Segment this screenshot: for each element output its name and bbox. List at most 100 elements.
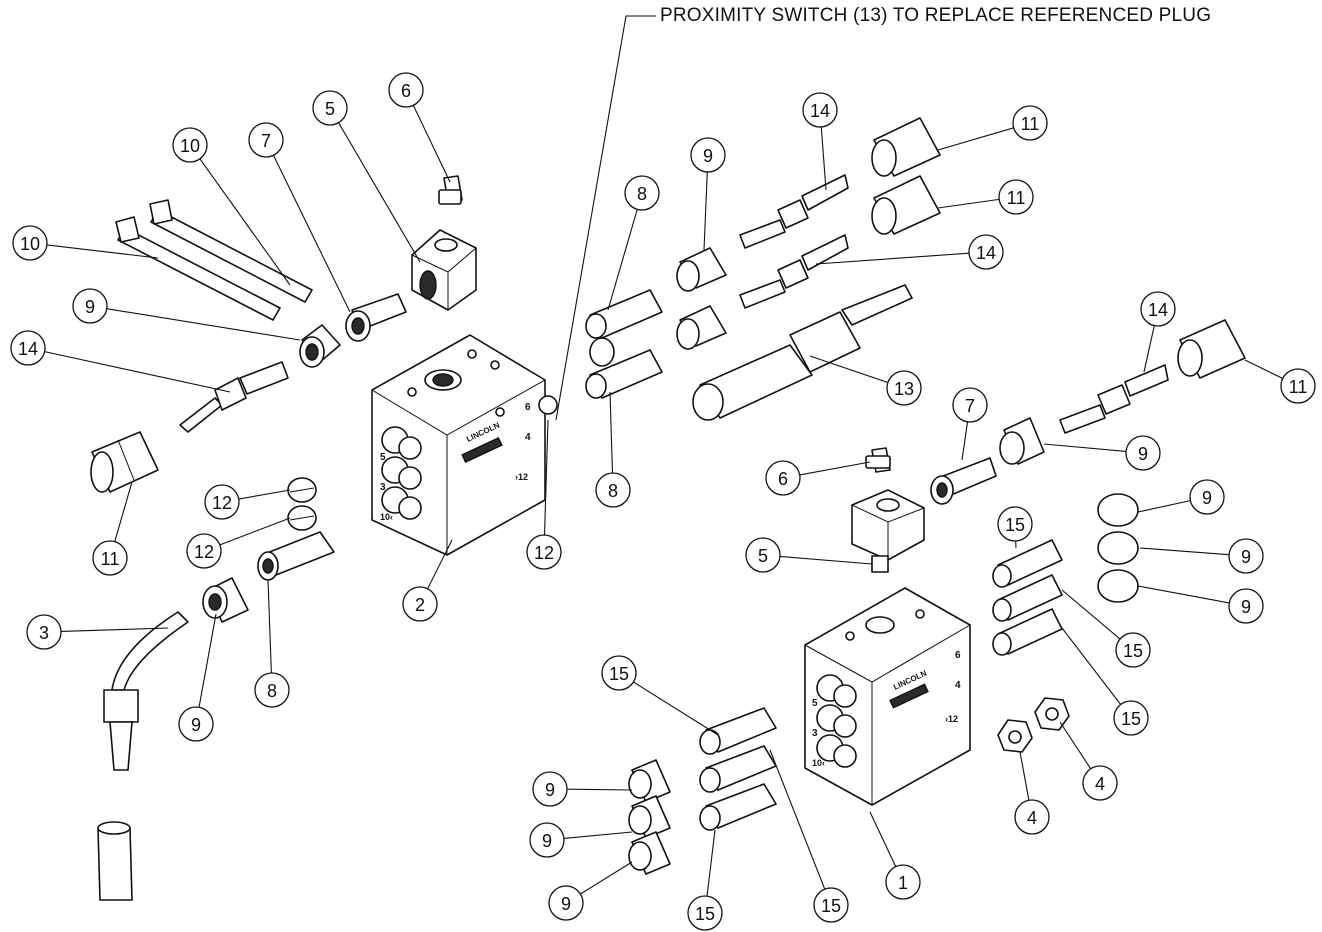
leader-line-11 (1244, 359, 1283, 380)
callout-balloons: 1010756914111212398212889141111141314117… (10, 72, 1316, 931)
balloon-item-9: 9 (1189, 479, 1225, 515)
leader-line-9 (703, 171, 708, 251)
balloon-label: 8 (637, 184, 647, 204)
leader-line-12 (543, 419, 549, 536)
balloon-label: 13 (894, 379, 914, 399)
balloon-circle (1082, 765, 1118, 801)
balloon-item-9: 9 (532, 771, 568, 807)
leader-line-10 (199, 158, 291, 286)
balloon-item-9: 9 (548, 885, 584, 921)
leader-line-15 (706, 829, 716, 897)
leader-line-15 (769, 749, 826, 890)
balloon-circle (813, 887, 849, 923)
balloon-circle (885, 864, 921, 900)
balloon-circle (186, 533, 222, 569)
balloon-item-9: 9 (690, 137, 726, 173)
block-1-port-5: 5 (812, 698, 818, 709)
balloon-label: 5 (325, 99, 335, 119)
block-2-port-5: 5 (380, 452, 386, 463)
balloon-label: 7 (261, 131, 271, 151)
leader-line-14 (815, 252, 970, 265)
balloon-label: 9 (1202, 488, 1212, 508)
leader-line-6 (412, 105, 451, 183)
balloon-item-9: 9 (178, 706, 214, 742)
balloon-label: 12 (534, 543, 554, 563)
plugs-12-left (287, 477, 317, 531)
balloon-circle (802, 92, 838, 128)
balloon-item-15: 15 (1113, 700, 1149, 736)
balloon-label: 9 (1241, 597, 1251, 617)
balloon-item-1: 1 (885, 864, 921, 900)
balloon-label: 14 (810, 101, 830, 121)
block-1-port-6: 6 (955, 650, 961, 661)
balloon-item-12: 12 (526, 534, 562, 570)
leader-line-1 (869, 811, 897, 867)
balloon-circle (172, 127, 208, 163)
balloon-label: 3 (39, 623, 49, 643)
balloon-item-14: 14 (1140, 291, 1176, 327)
balloon-circle (968, 234, 1004, 270)
balloon-item-15: 15 (997, 506, 1033, 542)
balloon-circle (532, 771, 568, 807)
balloon-item-9: 9 (1228, 538, 1264, 574)
balloon-label: 15 (1005, 515, 1025, 535)
balloon-label: 12 (194, 542, 214, 562)
balloon-item-5: 5 (312, 90, 348, 126)
balloon-circle (1113, 700, 1149, 736)
balloon-circle (1115, 632, 1151, 668)
balloon-label: 8 (267, 681, 277, 701)
balloon-circle (1140, 291, 1176, 327)
balloon-circle (765, 460, 801, 496)
nut-11-right (1177, 319, 1246, 379)
block-2-port-4: 4 (525, 432, 531, 443)
leader-line-5 (338, 122, 421, 263)
leader-line-15 (1061, 627, 1122, 705)
balloon-label: 11 (1289, 377, 1308, 397)
balloon-item-14: 14 (802, 92, 838, 128)
balloon-label: 15 (1123, 641, 1143, 661)
leader-line-9 (1043, 443, 1127, 453)
balloon-item-11: 11 (1280, 368, 1316, 404)
balloon-item-7: 7 (952, 387, 988, 423)
balloon-item-11: 11 (998, 179, 1034, 215)
balloon-item-12: 12 (186, 533, 222, 569)
balloon-item-10: 10 (12, 225, 48, 261)
note-leader (555, 15, 656, 421)
leader-line-15 (1061, 589, 1121, 640)
leader-line-9 (566, 788, 633, 791)
leader-line-8 (609, 391, 614, 474)
leader-line-6 (799, 461, 871, 476)
balloon-label: 4 (1027, 808, 1037, 828)
balloon-circle (204, 484, 240, 520)
block-2-port-3: 3 (380, 482, 386, 493)
balloon-item-6: 6 (765, 460, 801, 496)
proximity-switch-note: PROXIMITY SWITCH (13) TO REPLACE REFEREN… (660, 5, 1212, 26)
balloon-label: 2 (415, 595, 425, 615)
nuts-4 (997, 697, 1070, 753)
leader-line-12 (238, 489, 291, 500)
leader-line-7 (272, 155, 351, 313)
balloon-label: 9 (542, 831, 552, 851)
block-2-port-6: 6 (525, 402, 531, 413)
block-2-port-10: 10‹ (380, 512, 393, 522)
fitting-6-right (865, 447, 891, 473)
balloon-label: 9 (1241, 547, 1251, 567)
balloon-item-8: 8 (624, 175, 660, 211)
balloon-circle (248, 122, 284, 158)
leader-line-8 (607, 209, 638, 311)
balloon-item-14: 14 (968, 234, 1004, 270)
sleeve-9-left-upper (299, 324, 341, 368)
leader-line-7 (961, 421, 969, 461)
balloon-item-15: 15 (813, 887, 849, 923)
balloon-circle (12, 225, 48, 261)
leader-line-14 (820, 126, 827, 191)
balloon-circle (687, 895, 723, 931)
balloon-item-9: 9 (529, 822, 565, 858)
balloon-circle (886, 370, 922, 406)
balloon-label: 8 (608, 481, 618, 501)
fittings-8-middle (585, 289, 663, 399)
balloon-label: 6 (778, 469, 788, 489)
balloon-item-3: 3 (26, 614, 62, 650)
